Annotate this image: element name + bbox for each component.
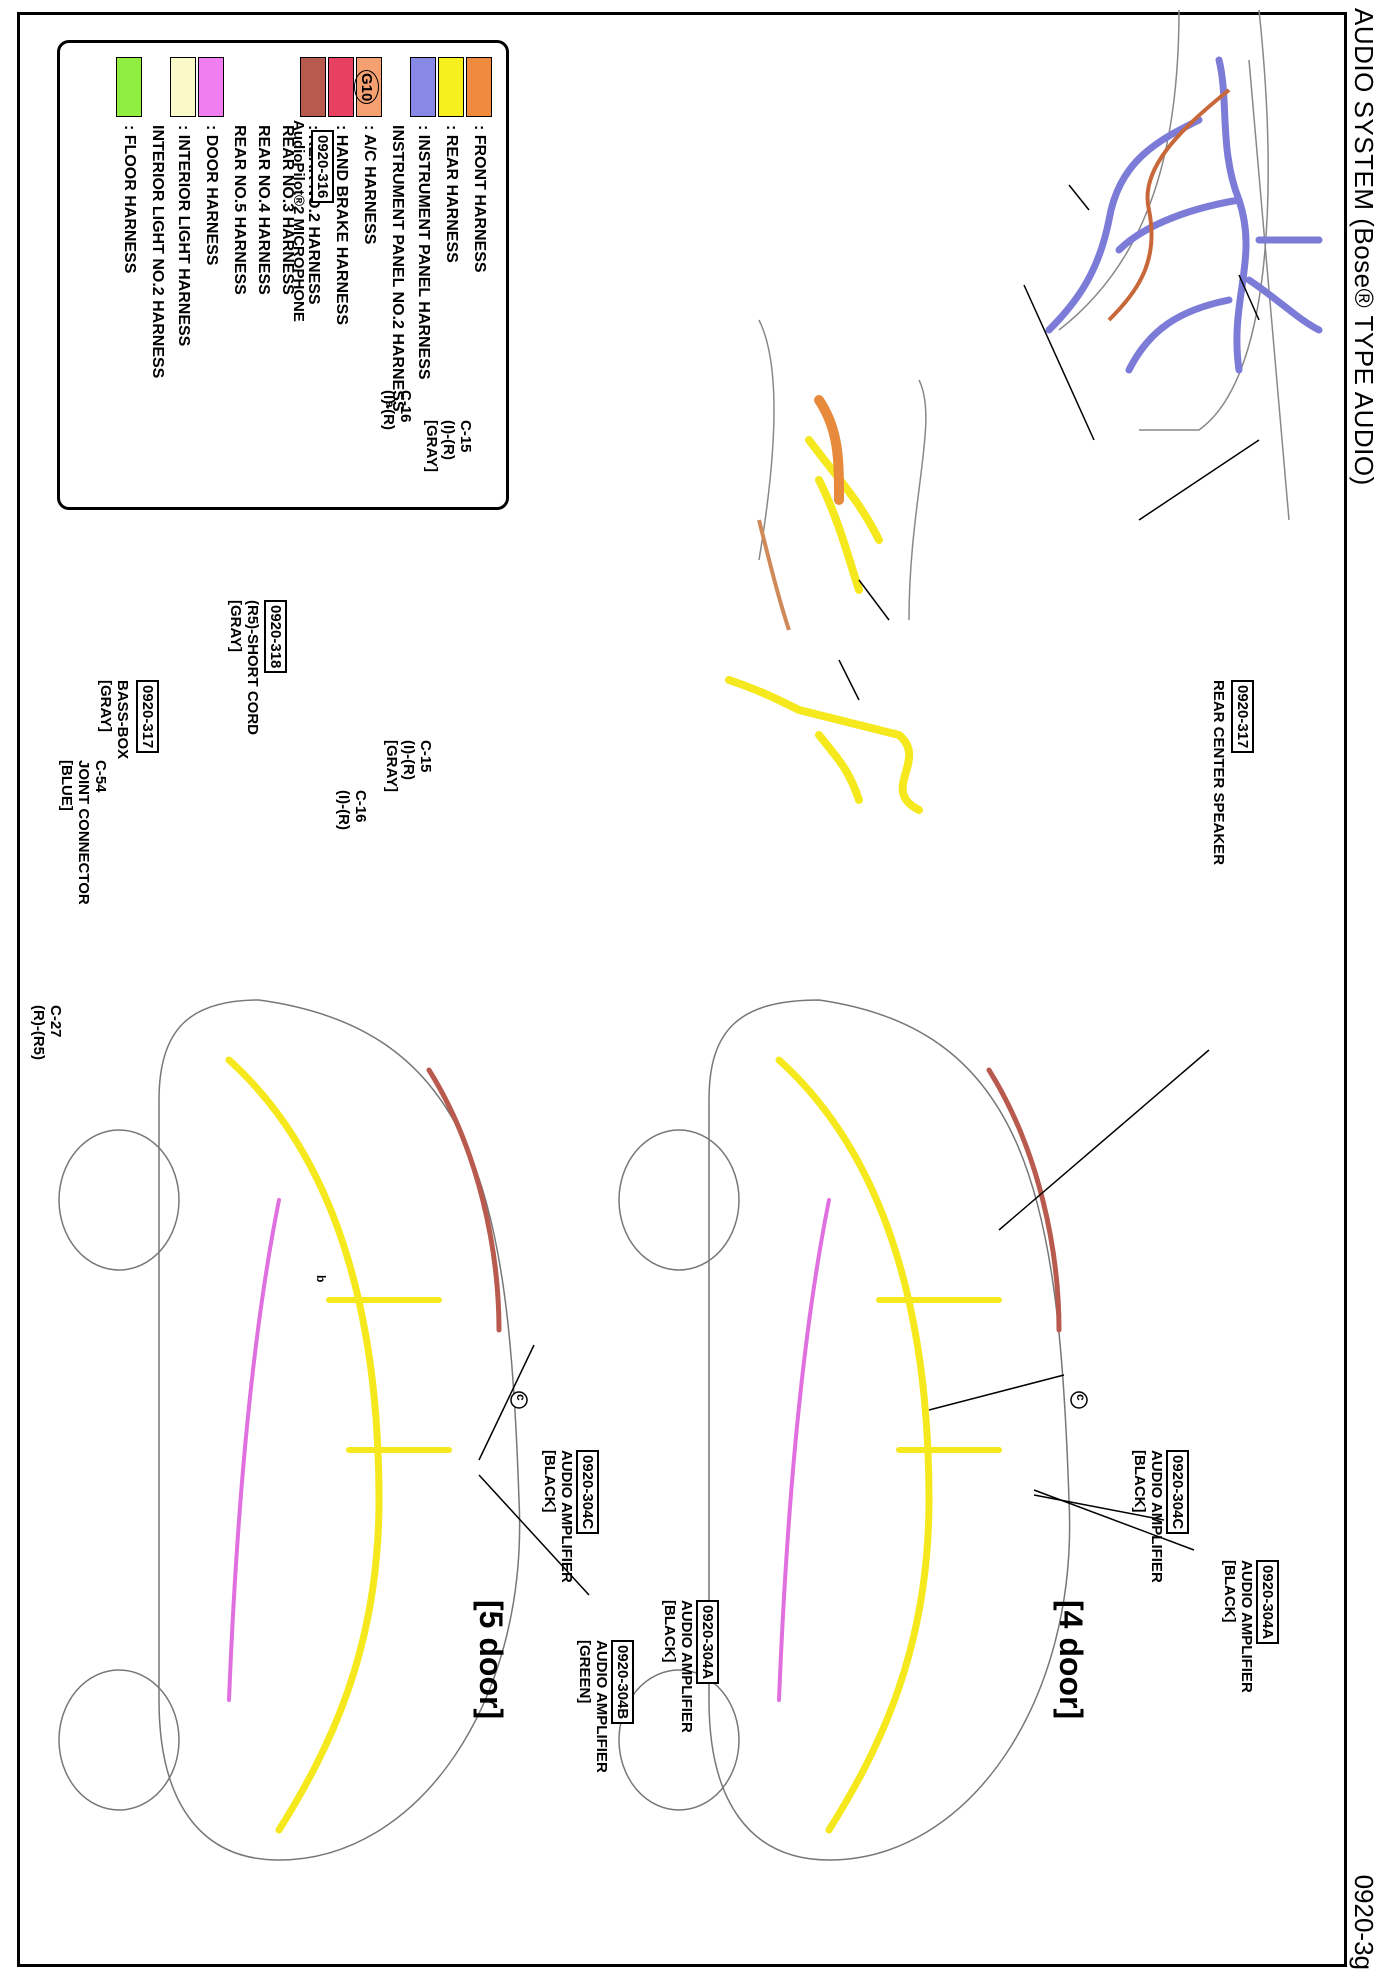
legend-label: REAR NO.5 HARNESS [231, 125, 248, 295]
legend-item: INSTRUMENT PANEL NO.2 HARNESS [384, 125, 410, 412]
amp-c-5door-code: 0920-304C [576, 1450, 599, 1535]
amp-b-5door-label: AUDIO AMPLIFIER [GREEN] [576, 1640, 610, 1773]
mark-a: a [383, 401, 397, 408]
amp-a-5door-code: 0920-304A [696, 1600, 719, 1685]
amp-c-5door-label: AUDIO AMPLIFIER [BLACK] [541, 1450, 575, 1583]
bassbox-code: 0920-317 [136, 680, 159, 754]
legend-swatch [170, 57, 196, 117]
legend-item: REAR NO.5 HARNESS [226, 125, 252, 295]
c15-top-label: C-15 (I)-(R) [GRAY] [423, 420, 474, 472]
connector-markers [376, 392, 1088, 1409]
mark-c-5door: c [1074, 1394, 1088, 1401]
amp-c-4door-code: 0920-304C [1166, 1450, 1189, 1535]
legend-swatch [198, 57, 224, 117]
legend-item: : DOOR HARNESS [198, 57, 224, 265]
short-cord-harness [725, 676, 923, 814]
c16-top-label: C-16 (I)-(R) [380, 390, 414, 430]
legend-item: : FLOOR HARNESS [116, 57, 142, 273]
legend-swatch [328, 57, 354, 117]
mic-label: AudioPilot®2 MICROPHONE [290, 120, 307, 322]
legend-swatch [438, 57, 464, 117]
mic-code: 0920-316 [311, 130, 334, 204]
legend-item: : INSTRUMENT PANEL HARNESS [410, 57, 436, 380]
legend-label: : INSTRUMENT PANEL HARNESS [415, 125, 432, 380]
legend-item: INTERIOR LIGHT NO.2 HARNESS [144, 125, 170, 378]
legend-label: : INTERIOR LIGHT HARNESS [175, 125, 192, 347]
rear-center-label: REAR CENTER SPEAKER [1210, 680, 1227, 866]
amp-a-4door-code: 0920-304A [1256, 1560, 1279, 1645]
legend-swatch [410, 57, 436, 117]
car-4door-harness [225, 1056, 502, 1834]
short-cord-code: 0920-318 [264, 600, 287, 674]
front-harness-drawing [757, 319, 927, 631]
legend-label: INSTRUMENT PANEL NO.2 HARNESS [389, 125, 406, 412]
mark-b: b [314, 1275, 328, 1283]
amp-b-5door-code: 0920-304B [611, 1640, 634, 1725]
c15-mid-label: C-15 (I)-(R) [GRAY] [383, 740, 434, 792]
car-5door-harness [775, 1056, 1062, 1834]
instrument-panel-harness [1045, 56, 1323, 374]
door4-title: [4 door] [1053, 1600, 1089, 1720]
short-cord-label: (R5)-SHORT CORD [GRAY] [227, 600, 261, 735]
legend-label: : HAND BRAKE HARNESS [333, 125, 350, 326]
c16-mid-label: C-16 (I)-(R) [335, 790, 369, 830]
legend-label: REAR NO.4 HARNESS [255, 125, 272, 295]
mark-c-4door: c [514, 1394, 528, 1401]
c27-label: C-27 (R)-(R5) [30, 1005, 64, 1060]
legend-item: : INTERIOR LIGHT HARNESS [170, 57, 196, 346]
legend-label: : A/C HARNESS [361, 125, 378, 245]
amp-a-5door-label: AUDIO AMPLIFIER [BLACK] [661, 1600, 695, 1733]
amp-c-4door-label: AUDIO AMPLIFIER [BLACK] [1131, 1450, 1165, 1583]
legend-item: : FRONT HARNESS [466, 57, 492, 273]
bassbox-label: BASS-BOX [GRAY] [97, 680, 131, 760]
rear-center-code: 0920-317 [1231, 680, 1254, 754]
amp-a-4door-label: AUDIO AMPLIFIER [BLACK] [1221, 1560, 1255, 1693]
c54-label: C-54 JOINT CONNECTOR [BLUE] [58, 760, 109, 905]
legend-swatch [116, 57, 142, 117]
legend-label: INTERIOR LIGHT NO.2 HARNESS [149, 125, 166, 379]
legend-label: : REAR HARNESS [443, 125, 460, 263]
legend-swatch [300, 57, 326, 117]
door5-title: [5 door] [473, 1600, 509, 1720]
car-5door [618, 999, 1071, 1861]
legend-item: REAR NO.4 HARNESS [250, 125, 276, 295]
legend-label: : FLOOR HARNESS [121, 125, 138, 274]
legend-swatch [466, 57, 492, 117]
legend-label: : DOOR HARNESS [203, 125, 220, 266]
front-harness-top [1107, 88, 1231, 322]
legend-label: : FRONT HARNESS [471, 125, 488, 273]
legend-item: : REAR HARNESS [438, 57, 464, 263]
